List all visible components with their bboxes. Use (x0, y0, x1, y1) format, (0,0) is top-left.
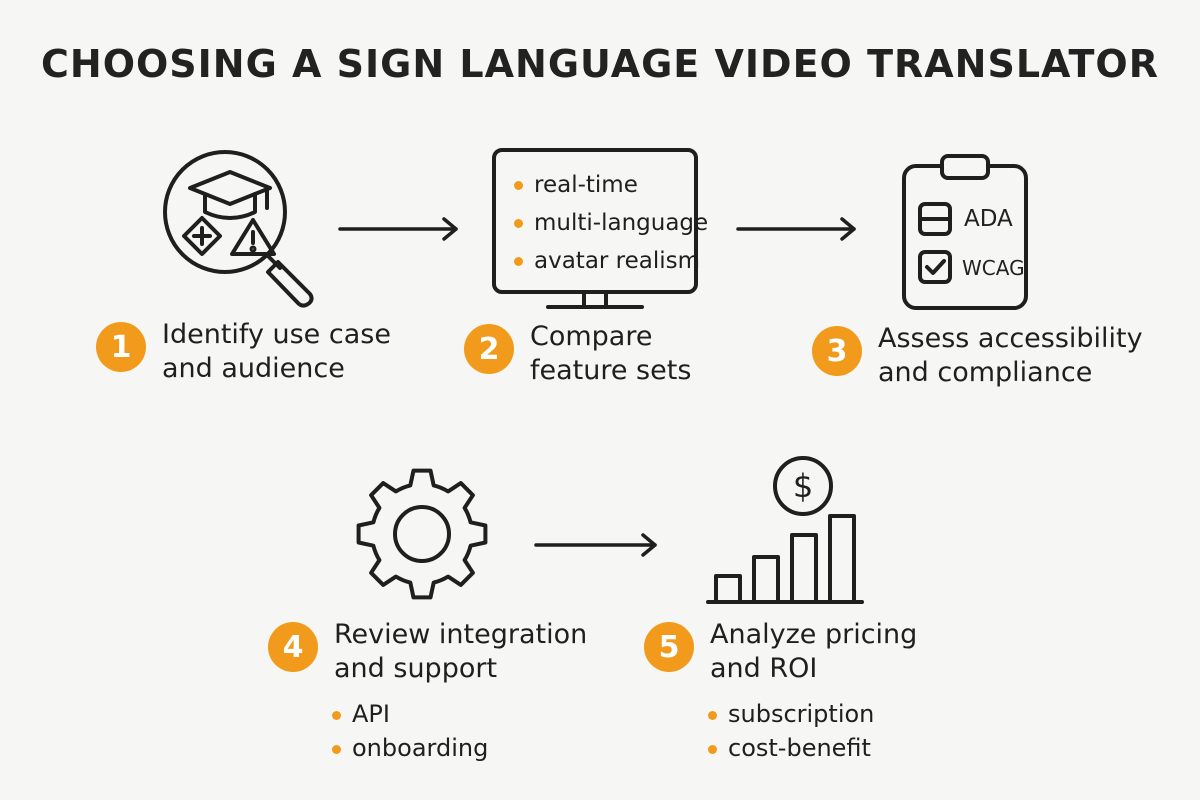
checklist-item-wcag: WCAG (962, 256, 1025, 280)
step-label: Review integration and support (334, 618, 587, 686)
step-label-line: feature sets (530, 355, 692, 386)
step-5: 5 Analyze pricing and ROI (644, 618, 917, 686)
step-label: Compare feature sets (530, 320, 691, 388)
plus-diamond-icon (182, 216, 222, 256)
checklist-item-ada: ADA (964, 206, 1013, 232)
dollar-coin-icon (773, 456, 833, 516)
feature-list: real-time multi-language avatar realism (512, 166, 708, 280)
warning-triangle-icon (230, 218, 276, 256)
step-label: Identify use case and audience (162, 318, 391, 386)
feature-item: real-time (512, 166, 708, 204)
monitor-icon (492, 148, 698, 309)
bullet-item: API (330, 697, 488, 731)
step-number-badge: 4 (268, 622, 318, 672)
magnifier-icon (163, 150, 314, 308)
clipboard-icon (902, 154, 1028, 310)
step-label-line: and support (334, 653, 498, 684)
arrow-right-icon (338, 217, 458, 241)
feature-item: multi-language (512, 204, 708, 242)
page-title: CHOOSING A SIGN LANGUAGE VIDEO TRANSLATO… (41, 42, 1159, 86)
step-label-line: Review integration (334, 619, 588, 650)
step-label-line: and compliance (878, 357, 1093, 388)
step-number-badge: 5 (644, 622, 694, 672)
bullet-item: cost-benefit (706, 731, 874, 765)
step-label-line: Compare (530, 321, 653, 352)
step-label-line: and ROI (710, 653, 818, 684)
bar-chart-icon: $ (706, 456, 864, 604)
step-label: Analyze pricing and ROI (710, 618, 917, 686)
step-label-line: Identify use case (162, 319, 391, 350)
bullet-item: subscription (706, 697, 874, 731)
step-label-line: Assess accessibility (878, 323, 1143, 354)
step-label: Assess accessibility and compliance (878, 322, 1143, 390)
arrow-right-icon (736, 217, 856, 241)
step-number-badge: 2 (464, 324, 514, 374)
feature-item: avatar realism (512, 242, 708, 280)
bullet-item: onboarding (330, 731, 488, 765)
graduation-cap-icon (188, 170, 272, 220)
dollar-symbol: $ (793, 467, 813, 505)
step-label-line: and audience (162, 353, 345, 384)
step-2: 2 Compare feature sets (464, 320, 691, 388)
step-1: 1 Identify use case and audience (96, 318, 391, 386)
step-5-bullets: subscription cost-benefit (706, 697, 874, 765)
step-4-bullets: API onboarding (330, 697, 488, 765)
arrow-right-icon (534, 533, 657, 557)
gear-icon (356, 468, 488, 600)
step-label-line: Analyze pricing (710, 619, 918, 650)
step-number-badge: 1 (96, 322, 146, 372)
step-3: 3 Assess accessibility and compliance (812, 322, 1143, 390)
step-4: 4 Review integration and support (268, 618, 587, 686)
step-number-badge: 3 (812, 326, 862, 376)
